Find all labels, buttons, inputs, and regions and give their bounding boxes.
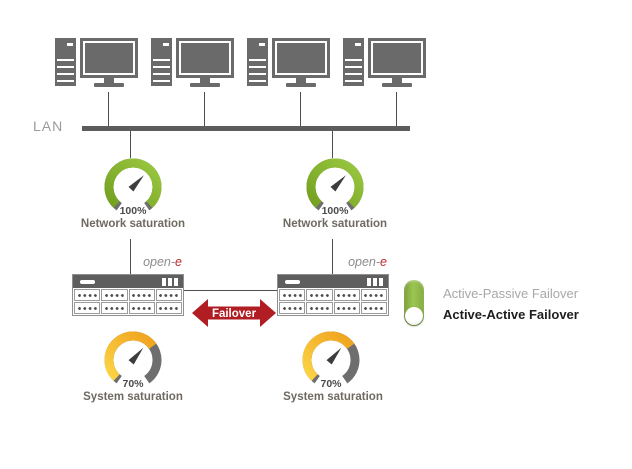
workstation [343,36,426,87]
brand-accent: e [175,255,182,269]
cable-line [396,92,397,127]
lan-label: LAN [33,118,64,134]
gauge-value: 100% [120,205,148,217]
gauge-value: 70% [320,378,342,390]
legend-option-active-active[interactable]: Active-Active Failover [443,307,579,322]
gauge-label: System saturation [83,391,183,403]
gauge-needle [326,347,342,365]
gauge-needle [330,175,346,192]
gauge-system-left: 70% [104,331,162,390]
server-left-icon [72,274,184,316]
workstation [55,36,138,87]
failover-arrow-label: Failover [212,308,257,320]
monitor-icon [368,38,426,87]
workstation [247,36,330,87]
failover-mode-toggle[interactable] [404,280,424,326]
gauge-needle [128,175,144,192]
computer-tower-icon [343,38,364,86]
gauge-label: Network saturation [80,218,186,230]
gauge-network-left: 100% [104,158,162,217]
computer-tower-icon [247,38,268,86]
legend-option-active-passive[interactable]: Active-Passive Failover [443,286,579,301]
gauge-system-right: 70% [302,331,360,390]
monitor-icon [80,38,138,87]
toggle-knob[interactable] [405,307,423,325]
cable-line [130,131,131,158]
server-right-icon [277,274,389,316]
lan-bus-line [82,126,410,131]
cable-line [300,92,301,127]
gauge-label: Network saturation [282,218,388,230]
monitor-icon [176,38,234,87]
gauge-network-right: 100% [306,158,364,217]
open-e-logo: open-e [348,255,387,269]
cable-line [108,92,109,127]
cable-line [204,92,205,127]
cable-line [332,131,333,158]
failover-arrow: Failover [192,299,276,327]
gauge-value: 70% [122,378,144,390]
server-faceplate [73,275,183,288]
monitor-icon [272,38,330,87]
server-link-line [184,290,277,291]
gauge-needle [128,347,144,365]
workstation [151,36,234,87]
brand-accent: e [380,255,387,269]
computer-tower-icon [55,38,76,86]
gauge-value: 100% [322,205,350,217]
gauge-label: System saturation [283,391,383,403]
open-e-logo: open-e [143,255,182,269]
server-faceplate [278,275,388,288]
computer-tower-icon [151,38,172,86]
cable-line [332,239,333,274]
cable-line [130,239,131,274]
